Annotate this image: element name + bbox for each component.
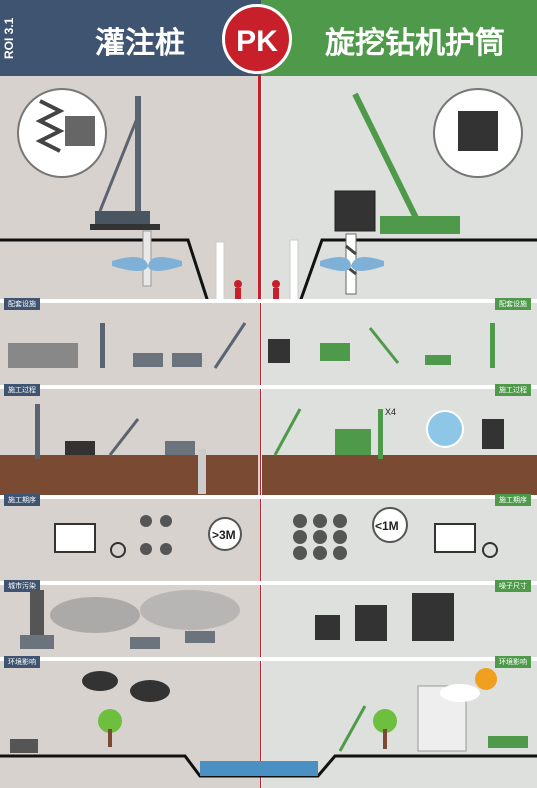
green-rig-icon [490,323,495,368]
size-casing-icon-3 [412,593,454,641]
left-blade-icon-2 [148,257,182,271]
separator-1 [0,299,537,303]
process-rig-icon [35,404,40,459]
lt1m-label: <1M [375,519,399,533]
pile-dot-icon [140,515,152,527]
dump-truck-icon [10,739,38,753]
section-3-left-label: 施工期序 [4,494,40,506]
spacing-left-callout [208,517,242,551]
environment-illustration [0,668,537,778]
map-detail-icon [426,410,464,448]
smoke-cloud-icon-2 [140,590,240,630]
process-container-icon [335,429,371,455]
section-1-right-label: 配套设施 [495,298,531,310]
auger-detail-icon [17,88,107,178]
process-truck-icon [165,441,195,455]
gauge-icon [110,542,126,558]
section-5-left-label: 环境影响 [4,656,40,668]
dark-cloud-icon-2 [130,680,170,702]
control-box-right-icon [434,523,476,553]
casing-icon [268,339,290,363]
pollution-truck-icon-3 [185,631,215,643]
chimney-icon [30,590,44,645]
tree-icon [98,709,122,733]
right-title: 旋挖钻机护筒 [325,27,505,60]
process-casing-icon [482,419,504,449]
hero-illustration [0,88,537,301]
size-casing-icon-2 [355,605,387,641]
crane-small-icon [213,322,247,369]
separator-3 [0,495,537,499]
worker-right-icon [272,280,280,288]
left-blade-icon [112,257,148,271]
equipment-illustration [8,322,495,369]
pollution-illustration [20,590,454,649]
casing-detail-icon [433,88,523,178]
separator-2 [0,385,537,389]
gauge-right-icon [482,542,498,558]
process-crane-icon [108,418,140,456]
header-right-band [261,0,537,76]
header-left-band: ROI 3.1 [0,0,261,76]
ground-left [0,455,258,495]
pk-badge: PK [222,4,292,74]
rig-small-icon [100,323,105,368]
right-blade-icon [320,257,351,271]
green-truck-icon [425,355,451,365]
right-column-icon [289,239,299,301]
x4-label: X4 [385,407,396,417]
section-1-left-label: 配套设施 [4,298,40,310]
section-4-right [262,585,537,658]
section-3-right-label: 施工期序 [495,494,531,506]
crane-rig-icon [334,92,460,295]
separator-5 [0,657,537,661]
process-green-rig-icon [378,409,383,459]
control-box-icon [54,523,96,553]
separator-4 [0,581,537,585]
auger-rig-icon [90,96,160,287]
dark-cloud-icon [82,671,118,691]
pollution-truck-icon-2 [130,637,160,649]
process-illustration: X4 [35,404,504,494]
right-blade-icon-2 [351,257,384,271]
section-4-left-label: 城市污染 [4,580,40,592]
ground-profile-line [0,238,537,301]
section-5-right-label: 环境影响 [495,656,531,668]
plant-icon [8,343,78,368]
sun-icon [475,668,497,690]
smoke-cloud-icon [50,597,140,633]
worker-left-icon [234,280,242,288]
truck-icon-2 [172,353,202,367]
pollution-truck-icon [20,635,54,649]
spacing-right-callout [372,507,408,543]
section-2-left-label: 施工过程 [4,384,40,396]
process-green-crane-icon [273,408,302,456]
tree-right-icon [373,709,397,733]
white-cloud-icon [440,684,480,702]
left-column-icon [215,241,225,301]
env-crane-icon [338,705,367,752]
gt3m-label: >3M [212,528,236,542]
water-icon [200,761,318,776]
env-truck-icon [488,736,528,748]
pile-icon [198,449,206,494]
left-title: 灌注桩 [95,27,185,60]
crane-green-icon [368,327,400,364]
container-icon [320,343,350,361]
section-4-right-label: 噪子尺寸 [495,580,531,592]
roi-label: ROI 3.1 [2,17,16,59]
car-icon [65,441,95,455]
size-casing-icon-1 [315,615,340,640]
section-2-right-label: 施工过程 [495,384,531,396]
truck-icon [133,353,163,367]
ground-right [262,455,537,495]
spacing-illustration: >3M <1M [54,507,498,560]
